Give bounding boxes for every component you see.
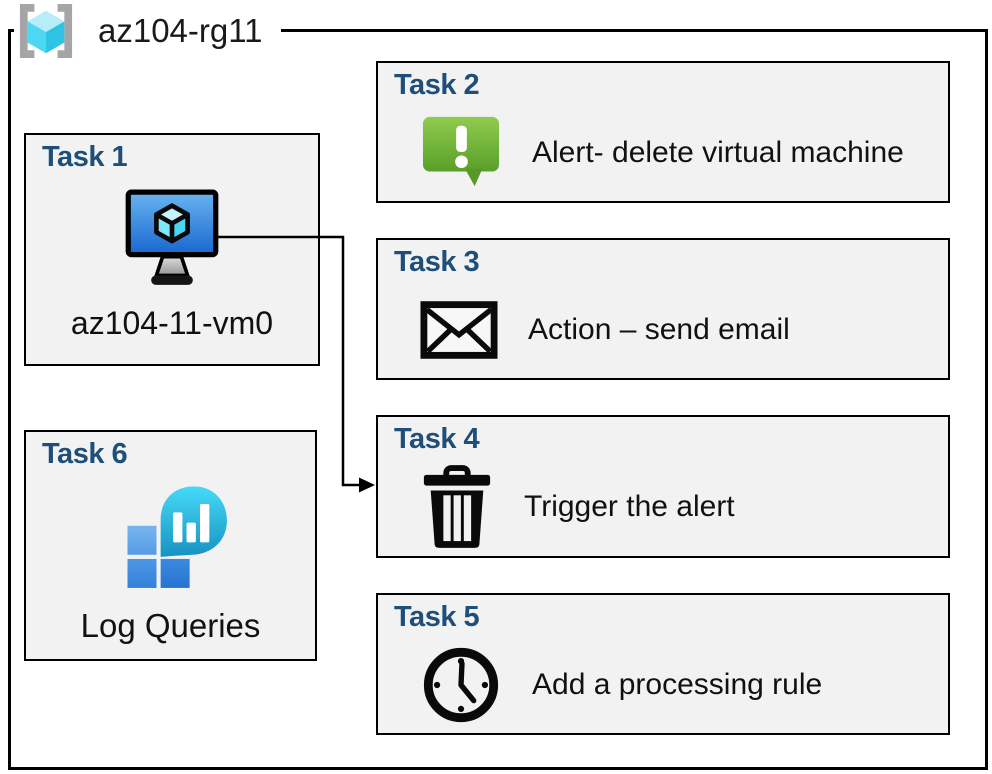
task-6-label: Log Queries (80, 607, 261, 644)
task-2-box: Task 2 Alert- delete virtual machine (376, 61, 950, 203)
task-6-box: Task 6 Log Queries (24, 430, 317, 661)
task-5-title: Task 5 (394, 601, 480, 633)
task-4-title: Task 4 (394, 423, 480, 455)
resource-group-frame (8, 29, 988, 770)
task-5-label: Add a processing rule (532, 668, 823, 701)
clock-schedule-icon (423, 647, 499, 723)
resource-group-icon (19, 3, 73, 59)
task-1-label: az104-11-vm0 (70, 305, 274, 341)
resource-group-name: az104-rg11 (98, 12, 263, 49)
trash-delete-icon (423, 465, 491, 548)
resource-group-label: az104-rg11 (14, 2, 281, 60)
task-3-label: Action – send email (528, 313, 790, 346)
task-3-box: Task 3 Action – send email (376, 238, 950, 380)
task-1-box: Task 1 az104-11-vm0 (24, 133, 320, 366)
alert-message-icon (422, 116, 500, 187)
task-4-box: Task 4 Trigger the alert (376, 415, 950, 558)
task-1-title: Task 1 (42, 141, 128, 173)
task-2-title: Task 2 (394, 69, 480, 101)
task-5-box: Task 5 Add a processing rule (376, 593, 950, 735)
task-6-title: Task 6 (42, 438, 128, 470)
task-2-label: Alert- delete virtual machine (532, 136, 904, 169)
task-3-title: Task 3 (394, 246, 480, 278)
log-queries-icon (113, 474, 229, 590)
task-4-label: Trigger the alert (524, 490, 735, 523)
virtual-machine-icon (125, 189, 219, 289)
email-envelope-icon (420, 301, 498, 359)
